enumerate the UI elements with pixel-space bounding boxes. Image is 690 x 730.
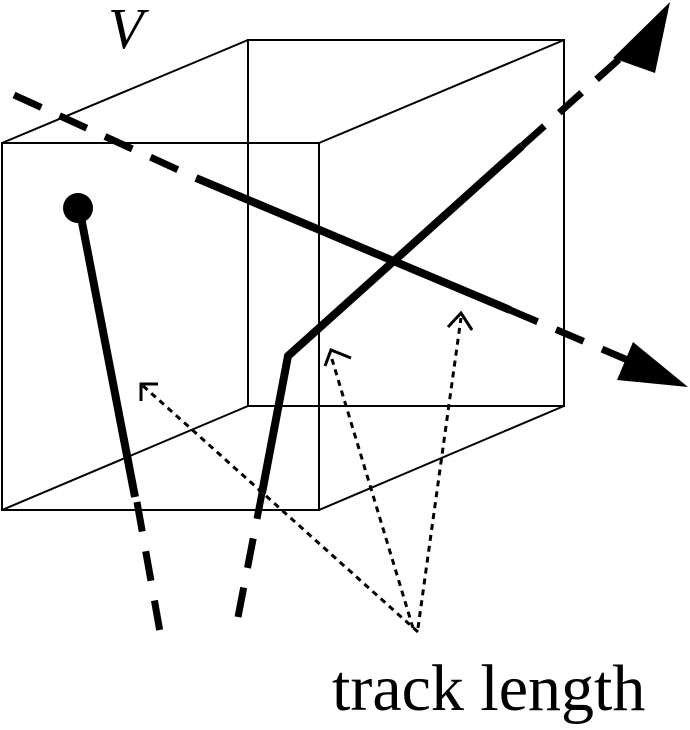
pointer-head-3 (446, 310, 474, 331)
cube-volume (1, 39, 565, 511)
track-segment-outgoing (519, 42, 638, 149)
track-segment-incoming (234, 492, 266, 618)
track-segment-outgoing (508, 306, 632, 365)
track-passing-through (12, 91, 688, 387)
track-segment-inside (194, 174, 512, 314)
pointer-to-track-3 (416, 317, 463, 629)
pointer-to-track-2 (329, 355, 415, 629)
arrowhead-up-right (613, 2, 670, 73)
cube-edge-bottom-right (318, 405, 565, 511)
track-start-point (63, 193, 93, 223)
volume-label: V (108, 0, 150, 61)
pointer-head-2 (323, 348, 352, 367)
track-entering-bending (234, 2, 670, 618)
cube-edge-top-left (1, 39, 249, 144)
pointer-head-1 (139, 382, 158, 401)
track-length-label: track length (332, 652, 645, 725)
track-segment-inside (76, 211, 139, 498)
track-segment-incoming (12, 91, 198, 182)
track-length-pointers (139, 310, 474, 634)
track-segment-outside (133, 501, 164, 633)
track-starting-inside (63, 193, 164, 633)
pointer-to-track-1 (139, 382, 420, 634)
arrowhead-right (617, 342, 688, 387)
track-segment-inside (258, 143, 525, 494)
cube-edge-top-right (318, 39, 565, 144)
cube-back-face (247, 39, 565, 407)
